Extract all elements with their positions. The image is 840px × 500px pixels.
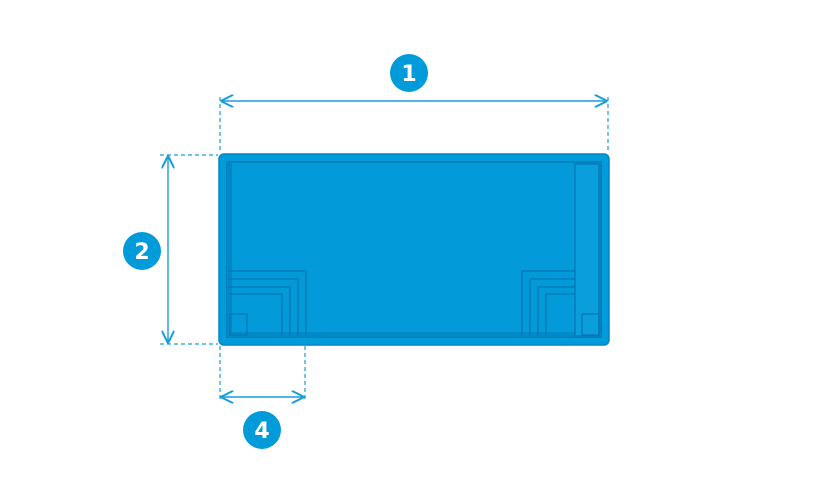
left-steps (228, 270, 307, 336)
badge-step: 4 (243, 411, 281, 449)
badge-length: 1 (390, 54, 428, 92)
badge-width: 2 (123, 232, 161, 270)
pool-bottom-wall (227, 332, 601, 337)
badge-width-circle (123, 232, 161, 270)
badge-length-label: 1 (401, 62, 416, 87)
badge-step-circle (243, 411, 281, 449)
badge-step-label: 4 (254, 419, 269, 444)
extension-lines (160, 97, 609, 402)
right-steps (521, 270, 600, 336)
badge-length-circle (390, 54, 428, 92)
pool-inner-basin (226, 161, 602, 338)
pool-left-wall (227, 162, 232, 337)
pool-shape (218, 153, 610, 346)
dimension-lines (168, 101, 606, 397)
badge-width-label: 2 (134, 240, 149, 265)
pool-right-bench (574, 163, 600, 337)
